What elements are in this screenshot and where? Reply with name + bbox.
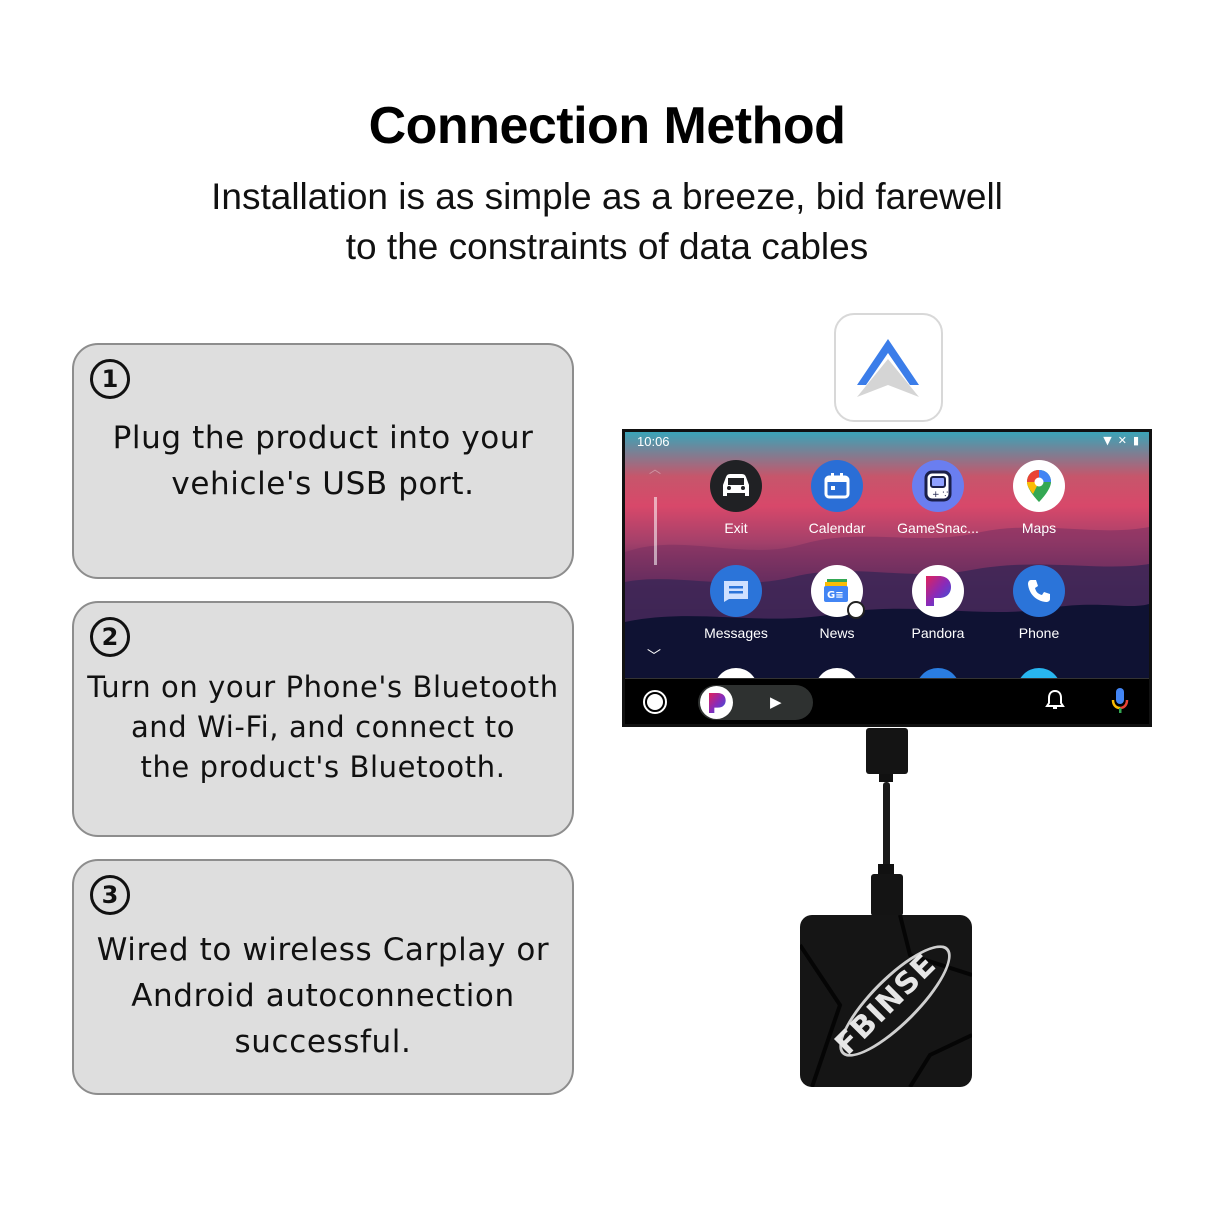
step-card-1: 1 Plug the product into your vehicle's U…: [72, 343, 574, 579]
page-title: Connection Method: [368, 97, 846, 155]
step-card-3: 3 Wired to wireless Carplay or Android a…: [72, 859, 574, 1095]
app-maps[interactable]: Maps: [989, 460, 1089, 536]
app-calendar[interactable]: Calendar: [787, 460, 887, 536]
news-icon: G≡: [811, 565, 865, 619]
usb-plug-bottom: [871, 874, 903, 916]
scrollbar[interactable]: [654, 497, 657, 565]
no-signal-icon: ✕: [1117, 434, 1127, 447]
car-head-unit-screen: 10:06 ▼ ✕ ▮ ︿ ﹀ Exit Calendar + ∵ GameSn…: [622, 429, 1152, 727]
usb-connector-neck: [878, 864, 894, 874]
assistant-badge-icon: [847, 601, 865, 619]
phone-icon: [1013, 565, 1065, 617]
scroll-up-button[interactable]: ︿: [649, 462, 662, 476]
app-messages[interactable]: Messages: [686, 565, 786, 641]
scroll-down-button[interactable]: ﹀: [647, 649, 661, 665]
battery-icon: ▮: [1132, 434, 1139, 447]
status-icons: ▼ ✕ ▮: [1103, 434, 1139, 447]
usb-cable: [883, 782, 890, 870]
car-icon: [710, 460, 762, 512]
app-news[interactable]: G≡ News: [787, 565, 887, 641]
messages-icon: [710, 565, 762, 617]
android-auto-logo: [834, 313, 943, 422]
media-control-pill[interactable]: ▶: [698, 685, 813, 720]
step-number-badge: 2: [90, 617, 130, 657]
mountain-silhouette: [625, 527, 1149, 678]
step-description: Plug the product into your vehicle's USB…: [112, 420, 534, 502]
usb-plug-top: [866, 728, 908, 774]
wifi-icon: ▼: [1103, 434, 1112, 447]
mic-icon[interactable]: [1111, 687, 1129, 719]
status-time: 10:06: [637, 434, 670, 449]
pandora-icon: [912, 565, 964, 617]
app-phone[interactable]: Phone: [989, 565, 1089, 641]
bell-icon[interactable]: [1045, 689, 1065, 715]
step-number-badge: 1: [90, 359, 130, 399]
home-icon[interactable]: [643, 690, 667, 714]
step-number-badge: 3: [90, 875, 130, 915]
step-description: Wired to wireless Carplay or Android aut…: [96, 932, 550, 1060]
wireless-adapter-dongle: FBINSE: [800, 915, 972, 1087]
page-subtitle: Installation is as simple as a breeze, b…: [211, 176, 1003, 267]
pandora-icon[interactable]: [700, 686, 733, 719]
play-icon[interactable]: ▶: [770, 693, 782, 711]
maps-icon: [1013, 460, 1065, 512]
svg-text:G≡: G≡: [827, 590, 844, 601]
android-auto-icon: [857, 339, 919, 397]
app-gamesnacks[interactable]: + ∵ GameSnac...: [888, 460, 988, 536]
usb-connector-neck: [879, 774, 893, 782]
android-auto-navbar: ▶: [625, 678, 1149, 724]
dongle-panel-lines: [800, 915, 972, 1087]
step-description: Turn on your Phone's Bluetooth and Wi-Fi…: [87, 670, 559, 784]
calendar-icon: [811, 460, 863, 512]
svg-text:+ ∵: + ∵: [932, 490, 948, 500]
step-card-2: 2 Turn on your Phone's Bluetooth and Wi-…: [72, 601, 574, 837]
app-pandora[interactable]: Pandora: [888, 565, 988, 641]
gamesnacks-icon: + ∵: [912, 460, 964, 512]
app-exit[interactable]: Exit: [686, 460, 786, 536]
